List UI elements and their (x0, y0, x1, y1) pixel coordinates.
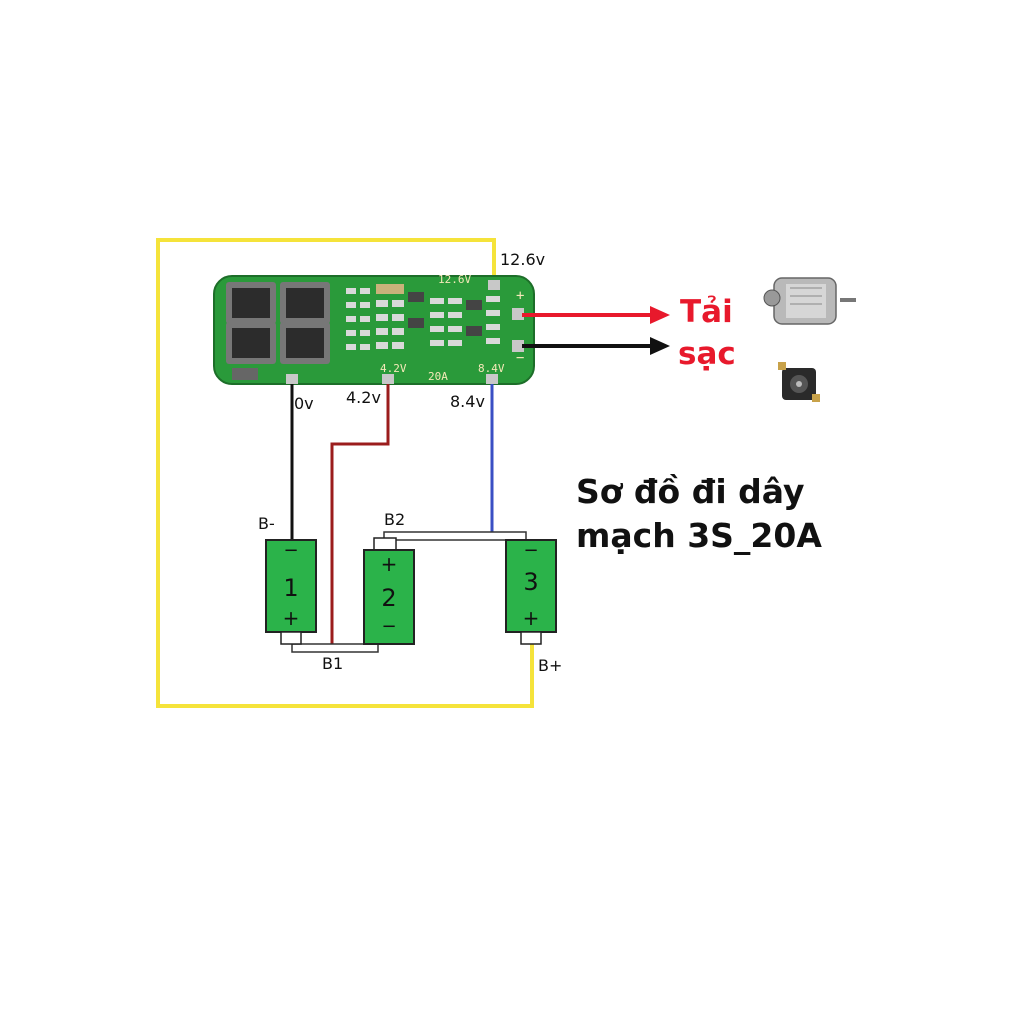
wire-bplus-yellow (156, 238, 534, 708)
cell-2-top-sign: + (380, 552, 398, 576)
dc-jack-icon (778, 362, 820, 402)
link-b2 (383, 531, 527, 541)
cell-2-number: 2 (381, 584, 397, 612)
pad-b2 (486, 374, 498, 384)
cell-1-top-sign: − (283, 540, 299, 561)
mosfet-group (226, 282, 330, 364)
battery-cell-2 (363, 537, 415, 645)
wire-b1-darkred (330, 384, 390, 646)
cell-2-bottom-sign: − (381, 616, 397, 637)
terminal-label-b2: B2 (384, 510, 406, 529)
board-mark-plus: + (516, 288, 525, 304)
board-mark-minus: − (516, 350, 525, 366)
pad-b-minus (286, 374, 298, 384)
terminal-label-b-minus: B- (258, 514, 275, 533)
voltage-label-top: 12.6v (500, 250, 546, 269)
cell-1-number: 1 (283, 574, 299, 602)
voltage-label-b1: 4.2v (346, 388, 381, 407)
output-label-load: Tải (680, 294, 733, 330)
board-silk-b1: 4.2V (380, 362, 407, 375)
motor-icon (763, 277, 856, 325)
diagram-title-line1: Sơ đồ đi dây (576, 472, 805, 511)
cell-1-bottom-sign: + (282, 606, 300, 630)
pad-out-plus (512, 308, 524, 320)
diagram-title-line2: mạch 3S_20A (576, 516, 822, 555)
pad-top (488, 280, 500, 290)
pad-b1 (382, 374, 394, 384)
board-silk-current: 20A (428, 370, 448, 383)
output-wires (522, 306, 670, 355)
bms-board (213, 275, 535, 385)
cell-3-top-sign: − (523, 540, 539, 561)
diagram-title: Sơ đồ đi dây mạch 3S_20A (576, 470, 822, 558)
terminal-label-b1: B1 (322, 654, 344, 673)
voltage-label-b-minus: 0v (294, 394, 314, 413)
smd-components (232, 284, 500, 380)
link-b1 (291, 643, 379, 653)
cell-3-number: 3 (523, 568, 539, 596)
output-label-charge: sạc (678, 336, 736, 372)
board-silk-b2: 8.4V (478, 362, 505, 375)
battery-cell-3 (505, 539, 557, 645)
terminal-label-b-plus: B+ (538, 656, 563, 675)
voltage-label-b2: 8.4v (450, 392, 485, 411)
cell-3-bottom-sign: + (522, 606, 540, 630)
pad-out-minus (512, 340, 524, 352)
battery-cell-1 (265, 539, 317, 645)
board-silk-top: 12.6V (438, 273, 472, 286)
